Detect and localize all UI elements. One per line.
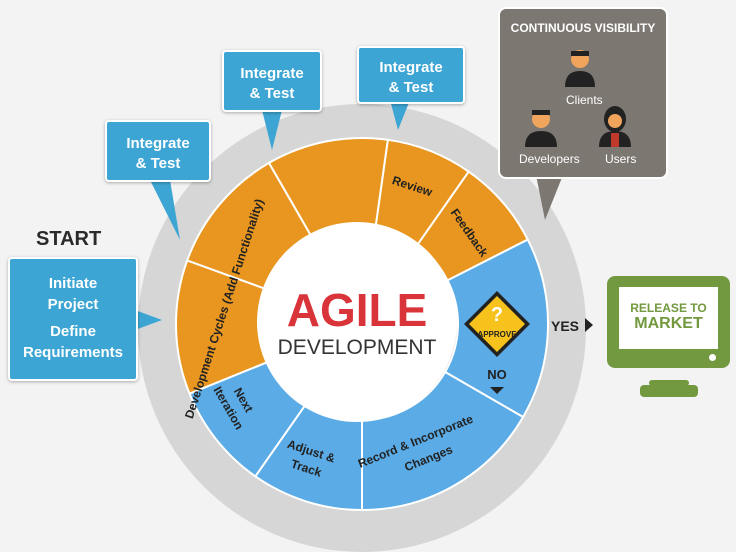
center-title: AGILE — [287, 284, 428, 336]
approve-sign: ? APPROVE — [464, 291, 530, 357]
clients-label: Clients — [566, 93, 603, 107]
start-line: Requirements — [22, 344, 124, 361]
start-box: Initiate Project Define Requirements — [8, 257, 138, 381]
integrate-test-callout-1: Integrate & Test — [105, 120, 211, 182]
callout-tail — [535, 170, 565, 220]
callout-tail — [262, 110, 282, 150]
callout-line: & Test — [135, 155, 181, 172]
callout-tail — [135, 310, 162, 330]
center-subtitle: DEVELOPMENT — [278, 336, 437, 359]
monitor-stand — [640, 385, 698, 397]
visibility-title: CONTINUOUS VISIBILITY — [510, 21, 656, 35]
callout-line: & Test — [249, 85, 295, 102]
start-line: Project — [47, 296, 99, 313]
integrate-test-callout-2: Integrate & Test — [222, 50, 322, 112]
release-monitor: RELEASE TO MARKET — [607, 276, 730, 368]
segment-record — [361, 370, 525, 512]
user-person-icon — [599, 106, 631, 147]
question-icon: ? — [491, 304, 503, 326]
yes-label: YES — [551, 318, 579, 334]
release-line1: RELEASE TO — [630, 301, 707, 315]
start-line: Initiate — [48, 275, 98, 292]
right-arrow-icon — [585, 318, 593, 332]
users-label: Users — [605, 152, 637, 166]
center-circle — [257, 222, 457, 422]
developers-label: Developers — [519, 152, 580, 166]
approve-label: APPROVE — [477, 330, 517, 339]
start-line: Define — [50, 323, 96, 340]
power-led-icon — [709, 354, 716, 361]
callout-tail — [150, 180, 180, 240]
integrate-test-callout-3: Integrate & Test — [357, 46, 465, 104]
start-label: START — [36, 228, 102, 250]
continuous-visibility-box: CONTINUOUS VISIBILITY Clients Developers… — [498, 7, 668, 179]
callout-tail — [390, 100, 410, 130]
callout-line: & Test — [388, 79, 434, 96]
no-label: NO — [487, 367, 507, 382]
callout-line: Integrate — [379, 59, 443, 76]
developer-person-icon — [525, 110, 557, 147]
down-arrow-icon — [490, 387, 504, 394]
release-line2: MARKET — [634, 315, 703, 332]
monitor-screen: RELEASE TO MARKET — [619, 287, 718, 349]
callout-line: Integrate — [126, 135, 190, 152]
client-person-icon — [565, 50, 595, 87]
callout-line: Integrate — [240, 65, 304, 82]
monitor-neck — [649, 380, 689, 386]
